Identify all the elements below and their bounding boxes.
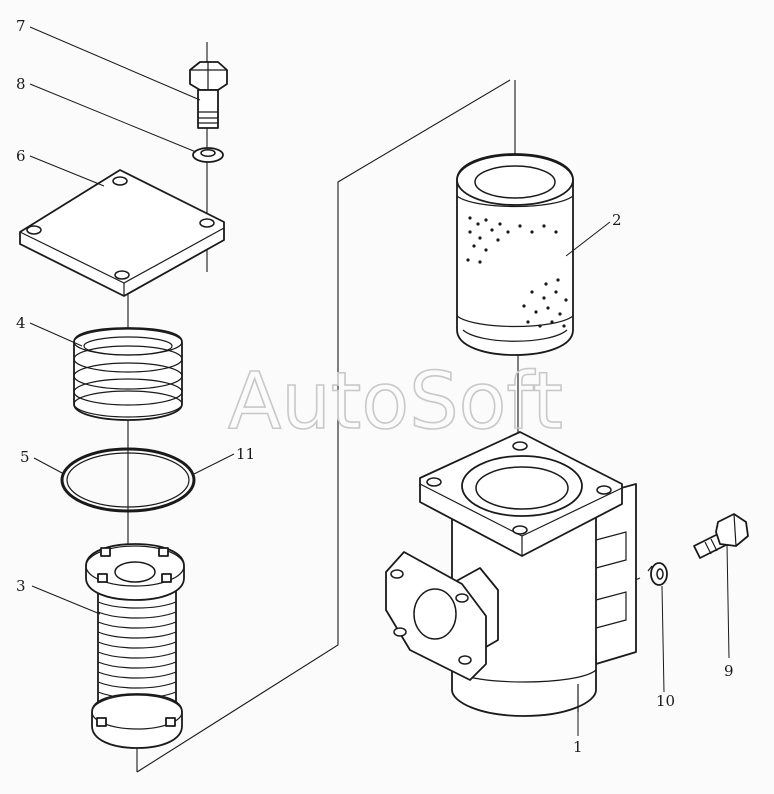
callout-8: 8 [16, 75, 26, 93]
spring-part-4 [73, 327, 183, 421]
callout-4: 4 [16, 314, 26, 332]
cover-plate-part-6 [19, 169, 225, 297]
bolt-part-7 [189, 61, 228, 129]
callout-5: 5 [20, 448, 30, 466]
watermark-text: AutoSoft [228, 357, 563, 447]
washer-part-8 [192, 147, 224, 163]
callout-2: 2 [612, 211, 622, 229]
callout-1: 1 [573, 738, 583, 756]
perforation-dots [466, 216, 568, 328]
lock-washer-part-10 [647, 562, 668, 586]
callout-9: 9 [724, 662, 734, 680]
o-ring-part-5 [60, 447, 196, 513]
callout-11: 11 [236, 445, 255, 463]
callout-7: 7 [16, 17, 26, 35]
callout-3: 3 [16, 577, 26, 595]
callout-6: 6 [16, 147, 26, 165]
callout-leaders [29, 26, 730, 736]
bellows-part-3 [85, 543, 185, 749]
callout-10: 10 [656, 692, 675, 710]
housing-part-1 [385, 431, 637, 717]
callout-labels: 7 8 6 4 5 11 3 2 1 9 10 [16, 17, 734, 756]
filter-cartridge-part-2 [456, 153, 574, 356]
bolt-part-9 [693, 513, 749, 559]
